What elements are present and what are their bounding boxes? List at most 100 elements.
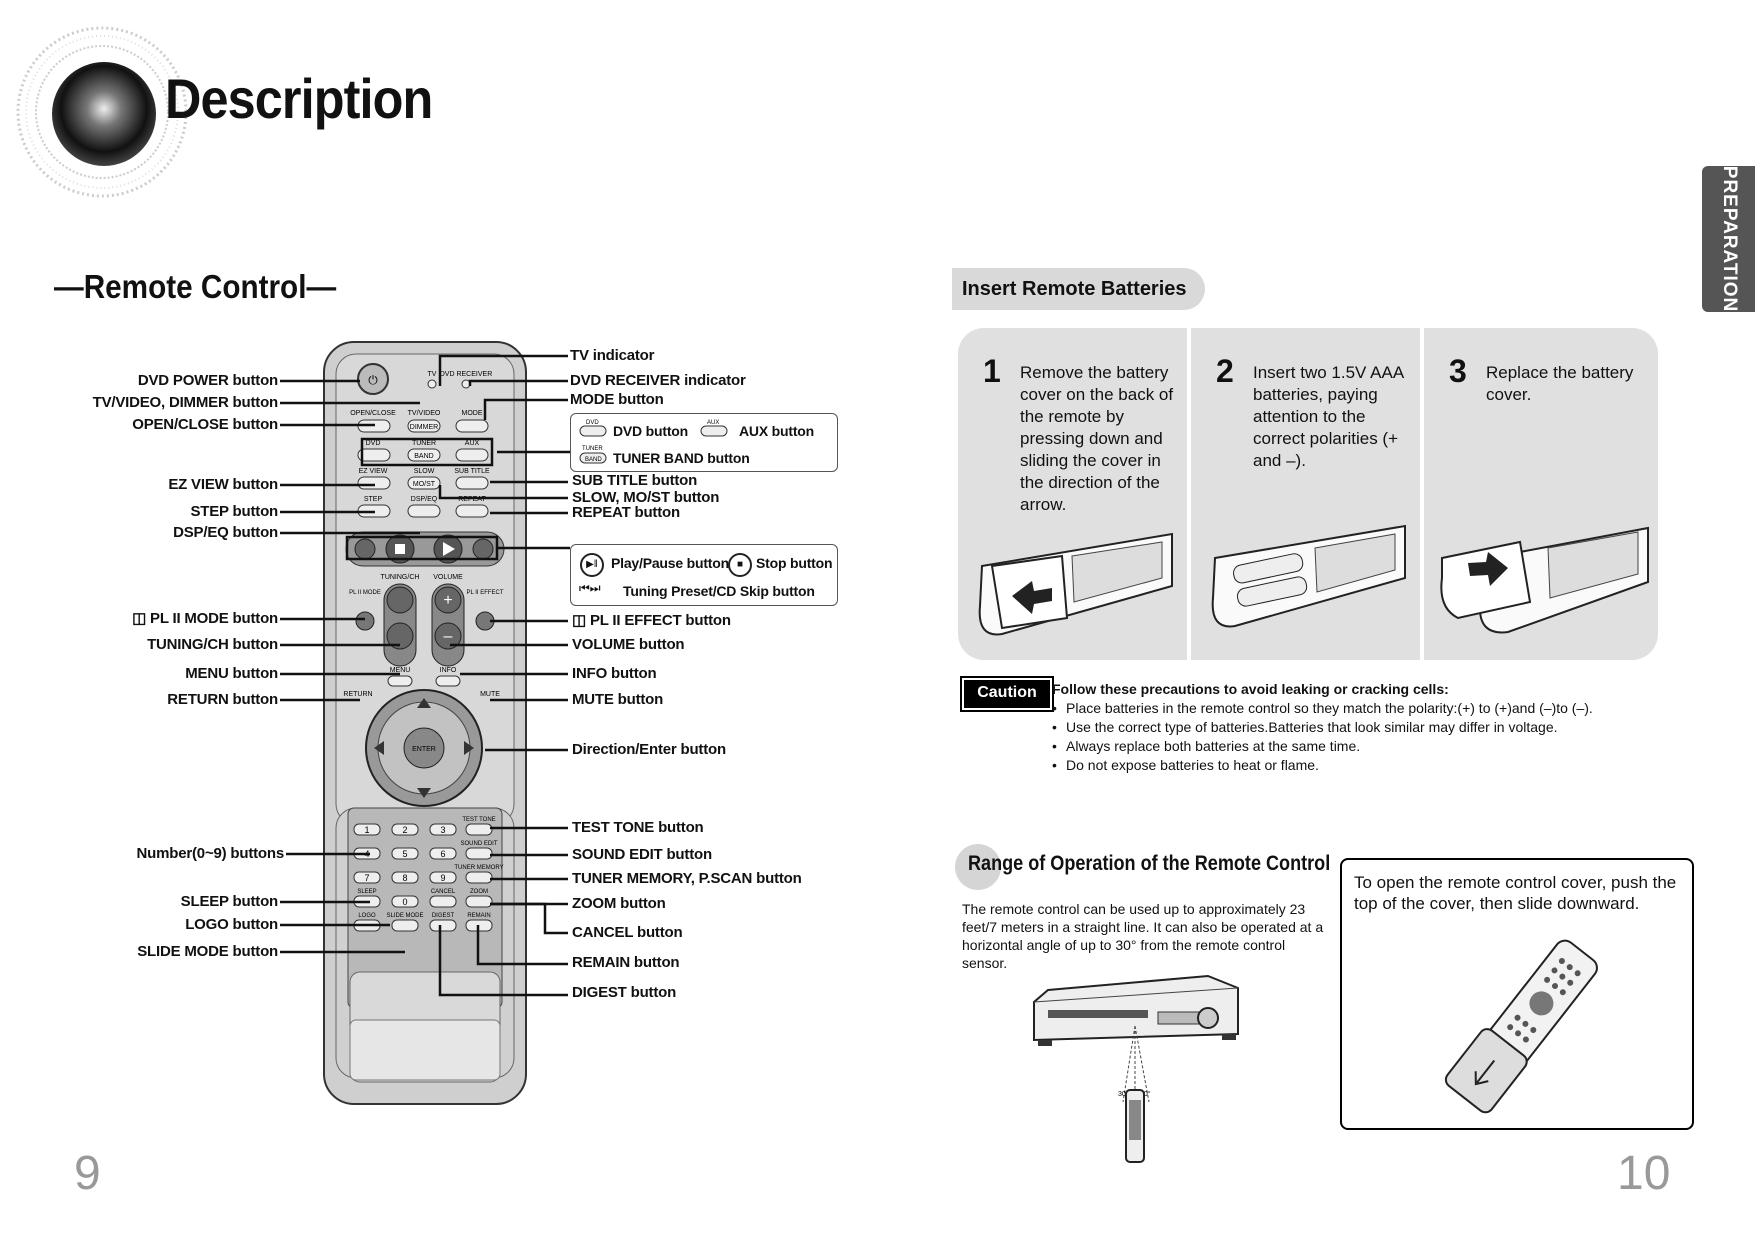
remote-text-step: STEP bbox=[364, 496, 383, 503]
label-slide-mode: SLIDE MODE button bbox=[137, 943, 278, 960]
remote-text-tv: TV bbox=[428, 371, 437, 378]
range-text: The remote control can be used up to app… bbox=[962, 901, 1324, 971]
label-remain: REMAIN button bbox=[572, 954, 680, 971]
svg-text:TUNER: TUNER bbox=[582, 446, 603, 452]
label-tuner-memory: TUNER MEMORY, P.SCAN button bbox=[572, 870, 802, 887]
label-menu: MENU button bbox=[185, 665, 278, 682]
step-separator bbox=[1187, 328, 1191, 660]
label-pl-mode: ◫ PL II MODE button bbox=[132, 610, 278, 628]
tuner-band-key-icon: TUNER BAND bbox=[579, 446, 607, 464]
remote-text-volume: VOLUME bbox=[433, 574, 463, 581]
battery-insert-illustration bbox=[1211, 524, 1406, 628]
label-direction-enter: Direction/Enter button bbox=[572, 741, 726, 758]
aux-key-icon: AUX bbox=[700, 420, 728, 437]
dolby-icon: ◫ bbox=[132, 610, 151, 627]
battery-step-1: 1 Remove the battery cover on the back o… bbox=[958, 328, 1187, 660]
step-separator bbox=[1420, 328, 1424, 660]
list-item: Do not expose batteries to heat or flame… bbox=[1050, 756, 1593, 775]
dolby-icon: ◫ bbox=[572, 612, 590, 629]
remote-text-mode: MODE bbox=[462, 410, 483, 417]
tuner-band-button-label: TUNER BAND button bbox=[613, 450, 750, 466]
label-tuning-ch: TUNING/CH button bbox=[147, 636, 278, 653]
label-tv-video-dimmer: TV/VIDEO, DIMMER button bbox=[92, 394, 279, 411]
svg-text:–: – bbox=[444, 628, 453, 645]
label-sound-edit: SOUND EDIT button bbox=[572, 846, 712, 863]
step-number: 3 bbox=[1449, 353, 1467, 389]
svg-text:1: 1 bbox=[364, 825, 369, 835]
list-item: Always replace both batteries at the sam… bbox=[1050, 737, 1593, 756]
label-zoom: ZOOM button bbox=[572, 895, 666, 912]
remote-text-tvvideo: TV/VIDEO bbox=[408, 410, 441, 417]
remote-text-mute: MUTE bbox=[480, 691, 500, 698]
caution-heading: Follow these precautions to avoid leakin… bbox=[1052, 681, 1449, 697]
label-pl-effect-text: PL II EFFECT button bbox=[589, 612, 731, 629]
cover-note-text: To open the remote control cover, push t… bbox=[1354, 873, 1677, 913]
remote-text-remain: REMAIN bbox=[467, 913, 490, 919]
section-tab[interactable]: PREPARATION bbox=[1702, 166, 1755, 312]
label-digest: DIGEST button bbox=[572, 984, 677, 1001]
svg-text:3: 3 bbox=[440, 825, 445, 835]
label-mute: MUTE button bbox=[572, 691, 664, 708]
section-title: —Remote Control— bbox=[54, 268, 337, 305]
label-sub-title: SUB TITLE button bbox=[572, 472, 698, 489]
remote-text-enter: ENTER bbox=[412, 746, 436, 753]
remote-power-key bbox=[357, 363, 389, 395]
label-sleep: SLEEP button bbox=[180, 893, 279, 910]
label-open-close: OPEN/CLOSE button bbox=[132, 416, 278, 433]
remote-text-aux: AUX bbox=[465, 440, 480, 447]
aux-button-label: AUX button bbox=[739, 423, 814, 439]
remote-text-testtone: TEST TONE bbox=[462, 817, 495, 823]
remote-text-dimmer: DIMMER bbox=[410, 424, 438, 431]
dvd-key-icon: DVD bbox=[579, 420, 607, 437]
remote-open-cover-illustration bbox=[1444, 939, 1598, 1114]
remote-text-most: MO/ST bbox=[413, 481, 436, 488]
speaker-logo bbox=[16, 26, 188, 198]
step-text: Insert two 1.5V AAA batteries, paying at… bbox=[1253, 363, 1404, 470]
label-dvd-power: DVD POWER button bbox=[137, 372, 278, 389]
svg-text:5: 5 bbox=[402, 849, 407, 859]
label-pl-effect: ◫ PL II EFFECT button bbox=[572, 612, 731, 630]
svg-text:0: 0 bbox=[402, 897, 407, 907]
label-logo: LOGO button bbox=[185, 916, 278, 933]
remote-text-openclose: OPEN/CLOSE bbox=[350, 410, 396, 417]
battery-steps-panel: 1 Remove the battery cover on the back o… bbox=[958, 328, 1658, 660]
remote-text-dspeq: DSP/EQ bbox=[411, 496, 438, 503]
range-angle-left: 30° bbox=[1118, 1090, 1129, 1098]
remote-text-slow: SLOW bbox=[414, 468, 435, 475]
stop-icon: ■ bbox=[728, 553, 752, 577]
play-callout: ▶‖ Play/Pause button ■ Stop button ⏮⏭ Tu… bbox=[570, 544, 838, 606]
skip-icon: ⏮⏭ bbox=[579, 581, 601, 595]
label-dsp-eq: DSP/EQ button bbox=[173, 524, 278, 541]
page-number-right: 10 bbox=[1617, 1147, 1671, 1200]
step-number: 2 bbox=[1216, 353, 1234, 389]
remote-text-pleffect: PL II EFFECT bbox=[466, 590, 503, 596]
remote-text-dvdrec: DVD RECEIVER bbox=[440, 371, 493, 378]
svg-text:BAND: BAND bbox=[585, 457, 602, 463]
remote-text-dvd: DVD bbox=[366, 440, 381, 447]
svg-text:⏻: ⏻ bbox=[368, 373, 378, 387]
label-info: INFO button bbox=[572, 665, 657, 682]
remote-text-slidemode: SLIDE MODE bbox=[386, 913, 423, 919]
label-dvd-receiver-indicator: DVD RECEIVER indicator bbox=[570, 372, 746, 389]
step-number: 1 bbox=[983, 353, 1001, 389]
remote-text-info: INFO bbox=[440, 667, 457, 674]
battery-heading: Insert Remote Batteries bbox=[952, 268, 1205, 310]
step-text: Replace the battery cover. bbox=[1486, 363, 1634, 404]
range-angle-right: 30° bbox=[1140, 1090, 1151, 1098]
label-return: RETURN button bbox=[167, 691, 278, 708]
cover-note-box: To open the remote control cover, push t… bbox=[1340, 858, 1694, 1130]
play-pause-icon: ▶‖ bbox=[580, 553, 604, 577]
label-slow-most: SLOW, MO/ST button bbox=[572, 489, 720, 506]
label-cancel: CANCEL button bbox=[572, 924, 683, 941]
label-test-tone: TEST TONE button bbox=[572, 819, 704, 836]
remote-text-logo: LOGO bbox=[358, 913, 376, 919]
svg-text:AUX: AUX bbox=[707, 420, 719, 426]
caution-list: Place batteries in the remote control so… bbox=[1050, 699, 1593, 775]
svg-text:9: 9 bbox=[440, 873, 445, 883]
list-item: Place batteries in the remote control so… bbox=[1050, 699, 1593, 718]
svg-text:+: + bbox=[443, 592, 452, 609]
remote-text-return: RETURN bbox=[343, 691, 372, 698]
battery-step-3: 3 Replace the battery cover. bbox=[1424, 328, 1653, 660]
page-title: Description bbox=[165, 67, 433, 130]
label-repeat: REPEAT button bbox=[572, 504, 680, 521]
